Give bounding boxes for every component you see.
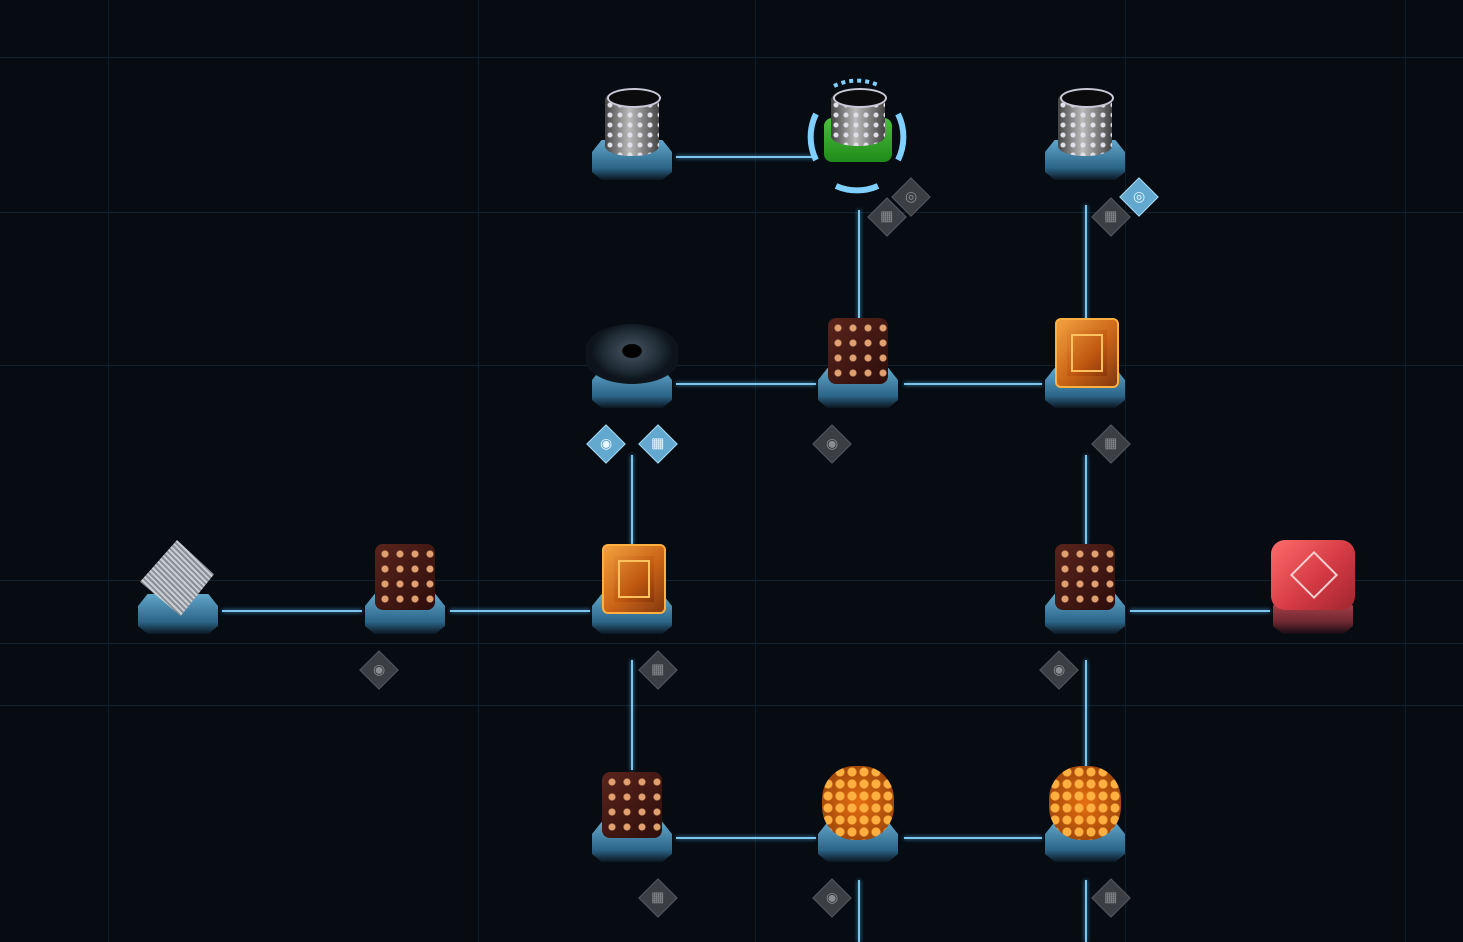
node-prism-start[interactable]: [130, 536, 226, 646]
cylinder-top: [1060, 88, 1114, 108]
node-fire-cluster[interactable]: [810, 764, 906, 874]
spiral-icon: ◉: [812, 424, 852, 464]
fire-cluster-icon: [822, 766, 894, 840]
fire-cluster-icon: [1049, 766, 1121, 840]
path-link: [450, 610, 590, 612]
spiral-icon: ◉: [812, 878, 852, 918]
rough-cube-icon: [1055, 544, 1115, 610]
path-link: [1085, 660, 1087, 770]
cylinder-top: [833, 88, 887, 108]
node-cylinder-selected[interactable]: [807, 78, 907, 194]
grid-line: [755, 0, 756, 942]
node-glowing-cube[interactable]: [1037, 310, 1133, 420]
spiral-icon: ◉: [1039, 650, 1079, 690]
brick-icon: ▦: [638, 650, 678, 690]
path-link: [1085, 880, 1087, 942]
path-link: [858, 880, 860, 942]
path-link: [631, 660, 633, 770]
node-cylinder[interactable]: [1037, 82, 1133, 192]
rough-cube-icon: [828, 318, 888, 384]
cylinder-top: [607, 88, 661, 108]
spiral-icon: ◉: [359, 650, 399, 690]
grid-line: [0, 705, 1463, 706]
rough-cube-icon: [602, 772, 662, 838]
node-glowing-cube[interactable]: [584, 536, 680, 646]
node-rough-cube[interactable]: [584, 764, 680, 874]
brick-icon: ▦: [638, 424, 678, 464]
node-boss[interactable]: [1265, 536, 1361, 646]
node-rough-cube[interactable]: [357, 536, 453, 646]
grid-line: [0, 643, 1463, 644]
path-link: [676, 156, 816, 158]
path-link: [1085, 455, 1087, 545]
path-link: [904, 837, 1042, 839]
node-rough-cube[interactable]: [1037, 536, 1133, 646]
path-link: [904, 383, 1042, 385]
brick-icon: ▦: [638, 878, 678, 918]
node-cylinder-cleared[interactable]: [584, 82, 680, 192]
torus-obstacle-icon: [586, 324, 678, 384]
grid-line: [108, 0, 109, 942]
path-link: [858, 210, 860, 320]
grid-line: [0, 57, 1463, 58]
path-link: [676, 837, 816, 839]
path-link: [631, 455, 633, 545]
grid-line: [478, 0, 479, 942]
node-fire-cluster[interactable]: [1037, 764, 1133, 874]
path-link: [1130, 610, 1270, 612]
selection-ring-icon: [807, 78, 907, 194]
spiral-icon: ◉: [586, 424, 626, 464]
boss-core-icon: [1271, 540, 1355, 610]
glowing-cube-icon: [1055, 318, 1119, 388]
glowing-cube-icon: [602, 544, 666, 614]
path-link: [222, 610, 362, 612]
node-torus[interactable]: [584, 310, 680, 420]
grid-line: [0, 365, 1463, 366]
path-link: [676, 383, 816, 385]
node-rough-cube[interactable]: [810, 310, 906, 420]
grid-line: [1405, 0, 1406, 942]
path-link: [1085, 205, 1087, 320]
grid-line: [0, 580, 1463, 581]
rough-cube-icon: [375, 544, 435, 610]
grid-line: [0, 212, 1463, 213]
grid-line: [1125, 0, 1126, 942]
